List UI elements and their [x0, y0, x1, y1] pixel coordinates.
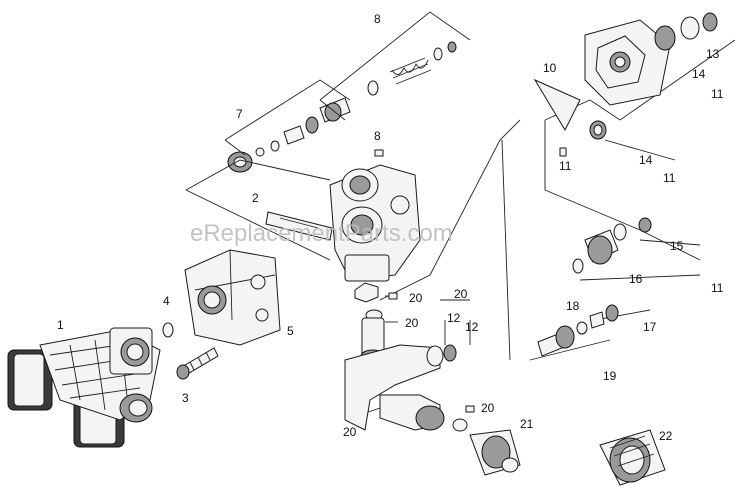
part-7-valve-stack [227, 116, 319, 173]
outlet-manifold [344, 344, 521, 476]
callout-15: 15 [670, 239, 684, 253]
callout-lines [185, 11, 736, 421]
part-14-valve [589, 120, 607, 140]
callout-11-c: 11 [663, 171, 676, 185]
callout-20-b: 20 [405, 316, 419, 330]
part-3-bolt [176, 347, 219, 380]
part-15-16-check [572, 217, 652, 274]
callout-21: 21 [520, 417, 534, 431]
callout-11-d: 11 [711, 281, 724, 295]
pump-head-upper [584, 12, 718, 106]
callout-19: 19 [603, 369, 617, 383]
callout-22: 22 [659, 429, 673, 443]
valve-block [329, 164, 421, 282]
watermark: eReplacementParts.com [190, 220, 453, 247]
part-17-18-19-valve [537, 304, 619, 357]
callout-12-b: 12 [465, 320, 479, 334]
part-8-valve-stack [319, 41, 457, 123]
part-4-oring [162, 322, 174, 338]
leader-stubs [374, 147, 567, 413]
callout-11-b: 11 [559, 159, 572, 173]
part-5-head [184, 249, 281, 346]
callout-20-c: 20 [454, 287, 468, 301]
callout-2: 2 [252, 191, 259, 205]
callout-20-a: 20 [409, 291, 423, 305]
callout-17: 17 [643, 320, 657, 334]
callout-8-top: 8 [374, 12, 381, 26]
callout-20-d: 20 [481, 401, 495, 415]
callout-13: 13 [706, 47, 720, 61]
callout-20-e: 20 [343, 425, 357, 439]
callout-10: 10 [543, 61, 557, 75]
part-1-manifold [7, 327, 161, 448]
callout-14-a: 14 [692, 67, 706, 81]
callout-14-b: 14 [639, 153, 653, 167]
callout-3: 3 [182, 391, 189, 405]
callout-8-mid: 8 [374, 129, 381, 143]
callout-11-a: 11 [711, 87, 724, 101]
callout-1: 1 [57, 318, 64, 332]
callout-7: 7 [236, 107, 243, 121]
callout-18: 18 [566, 299, 580, 313]
part-22-coupler [599, 429, 666, 486]
callout-labels: 1 2 3 4 5 7 8 8 10 11 11 11 11 12 12 13 … [57, 12, 724, 443]
part-10-diaphragm [533, 78, 581, 132]
callout-16: 16 [629, 272, 643, 286]
part-2-plate [265, 211, 333, 241]
callout-5: 5 [287, 324, 294, 338]
callout-12-a: 12 [447, 311, 461, 325]
callout-4: 4 [163, 294, 170, 308]
